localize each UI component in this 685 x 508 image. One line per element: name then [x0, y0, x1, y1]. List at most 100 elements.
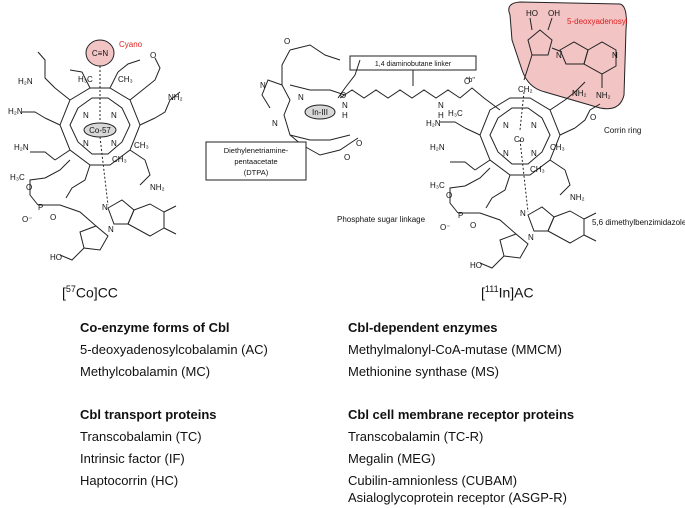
svg-text:H: H: [342, 111, 348, 120]
svg-text:N: N: [528, 233, 534, 242]
svg-text:O: O: [150, 51, 156, 60]
svg-text:H₂N: H₂N: [426, 119, 441, 128]
svg-text:CH₃: CH₃: [550, 143, 565, 152]
right-structure-caption: [111In]AC: [481, 284, 534, 301]
svg-text:H₂N: H₂N: [14, 143, 29, 152]
linker-b-label: "b": [466, 77, 475, 84]
svg-text:H₂N: H₂N: [430, 143, 445, 152]
svg-text:N: N: [83, 111, 89, 120]
svg-text:N: N: [108, 225, 114, 234]
svg-text:N: N: [531, 121, 537, 130]
svg-text:N: N: [102, 203, 108, 212]
svg-text:H₂N: H₂N: [18, 77, 33, 86]
svg-text:N: N: [298, 93, 304, 102]
deoxyadenosyl-highlight: [508, 1, 627, 110]
svg-text:N: N: [438, 101, 444, 110]
svg-text:N: N: [556, 51, 562, 60]
svg-text:N: N: [342, 101, 348, 110]
transport-header: Cbl transport proteins: [80, 407, 217, 422]
svg-text:H: H: [438, 111, 444, 120]
svg-text:CH₃: CH₃: [134, 141, 149, 150]
receptors-item: Megalin (MEG): [348, 451, 436, 466]
svg-text:O: O: [50, 213, 56, 222]
left-corrin-ring: H₂N H₂N H₂N O NH₂ NH₂ H₃C CH₃ CH₃ CH₃ N …: [8, 51, 183, 199]
svg-text:HO: HO: [526, 9, 538, 18]
svg-text:N: N: [612, 51, 618, 60]
cyano-label: Cyano: [119, 40, 143, 49]
indium-label: In-III: [312, 108, 328, 117]
adenosyl-skeleton: HO OH NH₂ N N CH₂: [518, 9, 618, 100]
svg-text:NH₂: NH₂: [572, 89, 587, 98]
cyano-group-label: C≡N: [92, 49, 108, 58]
svg-text:OH: OH: [548, 9, 560, 18]
dtpa-box: [205, 141, 307, 181]
left-phosphate-sugar: O P O⁻ O HO H₃C: [10, 159, 109, 262]
svg-text:NH₂: NH₂: [570, 193, 585, 202]
receptors-item: Cubilin-amnionless (CUBAM): [348, 473, 518, 488]
dtpa-label-line1: Diethylenetriamine-: [224, 146, 289, 155]
svg-text:O: O: [446, 191, 452, 200]
indium-center: [304, 104, 336, 120]
right-cobalamin-structure: 5-deoxyadenosyl HO OH NH₂ N N CH₂ 1,4 di…: [205, 1, 685, 270]
svg-text:Co: Co: [514, 135, 525, 144]
svg-text:N: N: [520, 209, 526, 218]
transport-item: Haptocorrin (HC): [80, 473, 179, 488]
dmbi-label: 5,6 dimethylbenzimidazole: [592, 218, 685, 227]
svg-text:O: O: [340, 91, 346, 100]
svg-text:O: O: [470, 221, 476, 230]
left-metal-label: Co-57: [89, 126, 111, 135]
right-benzimidazole: N N: [520, 206, 597, 244]
svg-text:H₃C: H₃C: [430, 181, 445, 190]
svg-text:HO: HO: [50, 253, 62, 262]
svg-text:CH₃: CH₃: [530, 165, 545, 174]
svg-text:H₃C: H₃C: [10, 173, 25, 182]
corrin-ring-label: Corrin ring: [604, 126, 641, 135]
svg-text:O⁻: O⁻: [22, 215, 32, 224]
svg-text:CH₃: CH₃: [118, 75, 133, 84]
svg-text:N: N: [531, 149, 537, 158]
svg-text:N: N: [503, 149, 509, 158]
svg-text:HO: HO: [470, 261, 482, 270]
svg-text:P: P: [38, 203, 43, 212]
enzymes-item: Methionine synthase (MS): [348, 364, 500, 379]
right-phosphate-sugar: O P O⁻ O HO H₃C: [430, 167, 529, 270]
enzymes-header: Cbl-dependent enzymes: [348, 320, 498, 335]
svg-text:N: N: [83, 139, 89, 148]
receptors-item: Asialoglycoprotein receptor (ASGP-R): [348, 490, 567, 505]
svg-text:N: N: [272, 119, 278, 128]
phosphate-label: Phosphate sugar linkage: [337, 215, 426, 224]
svg-text:N: N: [111, 111, 117, 120]
svg-text:NH₂: NH₂: [168, 93, 183, 102]
linker-label: 1,4 diaminobutane linker: [375, 61, 452, 68]
receptors-item: Transcobalamin (TC-R): [348, 429, 484, 444]
svg-text:O: O: [284, 37, 290, 46]
svg-text:NH₂: NH₂: [150, 183, 165, 192]
deoxyadenosyl-label: 5-deoxyadenosyl: [567, 17, 628, 26]
svg-text:H₃C: H₃C: [448, 109, 463, 118]
left-benzimidazole: N N: [102, 199, 177, 237]
left-structure-caption: [57Co]CC: [62, 284, 118, 301]
svg-text:O: O: [26, 183, 32, 192]
svg-text:CH₃: CH₃: [112, 155, 127, 164]
svg-text:P: P: [458, 211, 463, 220]
svg-text:N: N: [260, 81, 266, 90]
left-cobalamin-structure: C≡N Cyano H₂N H₂N H₂N: [8, 39, 183, 262]
receptors-header: Cbl cell membrane receptor proteins: [348, 407, 575, 422]
svg-text:H₃C: H₃C: [78, 75, 93, 84]
svg-text:N: N: [503, 121, 509, 130]
coenzyme-header: Co-enzyme forms of Cbl: [80, 320, 230, 335]
coenzyme-item: Methylcobalamin (MC): [80, 364, 211, 379]
svg-text:O: O: [464, 77, 470, 86]
transport-item: Intrinsic factor (IF): [80, 451, 185, 466]
svg-text:O⁻: O⁻: [440, 223, 450, 232]
transport-item: Transcobalamin (TC): [80, 429, 202, 444]
dtpa-label-line2: pentaacetate: [234, 157, 277, 166]
enzymes-item: Methylmalonyl-CoA-mutase (MMCM): [348, 342, 562, 357]
dtpa-label-line3: (DTPA): [244, 168, 269, 177]
svg-text:O: O: [590, 113, 596, 122]
svg-text:O: O: [344, 153, 350, 162]
svg-text:O: O: [356, 139, 362, 148]
svg-text:CH₂: CH₂: [518, 85, 533, 94]
coenzyme-item: 5-deoxyadenosylcobalamin (AC): [80, 342, 268, 357]
